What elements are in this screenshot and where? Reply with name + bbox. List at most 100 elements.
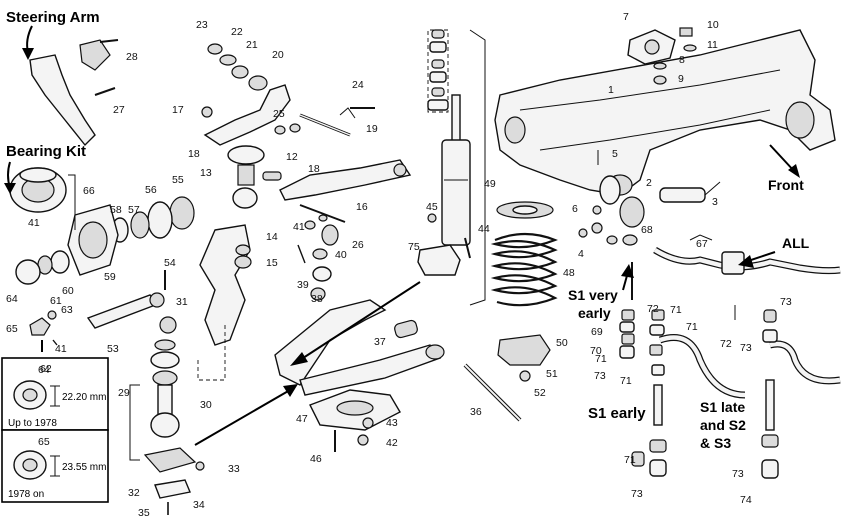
- callout-63: 63: [61, 304, 73, 316]
- tie-bar: [463, 363, 522, 422]
- callout-12: 12: [286, 151, 298, 163]
- callout-61: 61: [50, 295, 62, 307]
- heading-bearing-kit: Bearing Kit: [6, 143, 86, 160]
- inset-dimension-64: 22.20 mm: [62, 392, 106, 403]
- subframe-mount-bushes: [578, 150, 721, 238]
- callout-25: 25: [273, 108, 285, 120]
- callout-73: 73: [631, 488, 643, 500]
- callout-7: 7: [623, 11, 629, 23]
- callout-67: 67: [696, 238, 708, 250]
- callout-68: 68: [641, 224, 653, 236]
- inset-part-65: 65: [38, 436, 50, 448]
- callout-71: 71: [624, 454, 636, 466]
- callout-42: 42: [386, 437, 398, 449]
- callout-65: 65: [6, 323, 18, 335]
- heading-s1-early: S1 early: [588, 405, 646, 422]
- callout-69: 69: [591, 326, 603, 338]
- callout-56: 56: [145, 184, 157, 196]
- callout-38: 38: [311, 293, 323, 305]
- callout-18: 18: [308, 163, 320, 175]
- callout-45: 45: [426, 201, 438, 213]
- callout-47: 47: [296, 413, 308, 425]
- heading-front: Front: [768, 177, 804, 193]
- callout-53: 53: [107, 343, 119, 355]
- callout-18: 18: [188, 148, 200, 160]
- inset-part-64: 64: [38, 364, 50, 376]
- steering-arm-part: [29, 39, 119, 147]
- shock-absorber: [427, 29, 486, 306]
- anti-roll-bar: [606, 234, 841, 275]
- hub-bearing-kit: [9, 167, 195, 285]
- callout-11: 11: [707, 39, 718, 51]
- callout-48: 48: [563, 267, 575, 279]
- part-number-callouts: 1234567891011121314151617181819202122232…: [6, 11, 792, 519]
- callout-29: 29: [118, 387, 130, 399]
- callout-37: 37: [374, 336, 386, 348]
- callout-43: 43: [386, 417, 398, 429]
- callout-41: 41: [293, 221, 305, 233]
- callout-70: 70: [590, 345, 602, 357]
- callout-23: 23: [196, 19, 208, 31]
- inset-dimension-65: 23.55 mm: [62, 462, 106, 473]
- tie-rods: [262, 107, 412, 246]
- callout-73: 73: [780, 296, 792, 308]
- callout-51: 51: [546, 368, 558, 380]
- callout-32: 32: [128, 487, 140, 499]
- inset-period-64: Up to 1978: [8, 418, 57, 429]
- nut-size-inset-1978-after: [1, 429, 109, 503]
- callout-73: 73: [594, 370, 606, 382]
- callout-15: 15: [266, 257, 278, 269]
- callout-49: 49: [484, 178, 496, 190]
- callout-2: 2: [646, 177, 652, 189]
- callout-4: 4: [578, 248, 584, 260]
- callout-73: 73: [740, 342, 752, 354]
- callout-arrows: [4, 25, 800, 446]
- damper-lower-bracket: [417, 213, 471, 276]
- callout-9: 9: [678, 73, 684, 85]
- callout-36: 36: [470, 406, 482, 418]
- callout-10: 10: [707, 19, 719, 31]
- callout-33: 33: [228, 463, 240, 475]
- callout-54: 54: [164, 257, 176, 269]
- callout-19: 19: [366, 123, 378, 135]
- callout-39: 39: [297, 279, 309, 291]
- lower-ball-joint: [129, 316, 205, 515]
- callout-71: 71: [620, 375, 632, 387]
- callout-62: 62: [40, 363, 52, 375]
- drop-link-stacks: [619, 262, 841, 479]
- callout-5: 5: [612, 148, 618, 160]
- callout-34: 34: [193, 499, 205, 511]
- callout-44: 44: [478, 223, 490, 235]
- callout-46: 46: [310, 453, 322, 465]
- callout-8: 8: [679, 54, 685, 66]
- lower-wishbone: [274, 299, 445, 396]
- callout-20: 20: [272, 49, 284, 61]
- callout-41: 41: [28, 217, 40, 229]
- callout-30: 30: [200, 399, 212, 411]
- vertical-link: [197, 224, 332, 381]
- callout-1: 1: [608, 84, 614, 96]
- callout-35: 35: [138, 507, 150, 519]
- top-mount-assembly: [627, 27, 697, 85]
- callout-40: 40: [335, 249, 347, 261]
- callout-24: 24: [352, 79, 364, 91]
- callout-58: 58: [110, 204, 122, 216]
- spring-pan: [309, 389, 401, 452]
- callout-73: 73: [732, 468, 744, 480]
- callout-26: 26: [352, 239, 364, 251]
- callout-71: 71: [595, 353, 607, 365]
- callout-57: 57: [128, 204, 140, 216]
- callout-6: 6: [572, 203, 578, 215]
- callout-31: 31: [176, 296, 188, 308]
- coil-spring: [490, 201, 558, 382]
- track-rod-end: [29, 270, 166, 346]
- callout-72: 72: [720, 338, 732, 350]
- callout-3: 3: [712, 196, 718, 208]
- callout-59: 59: [104, 271, 116, 283]
- heading-all: ALL: [782, 235, 810, 251]
- callout-52: 52: [534, 387, 546, 399]
- callout-72: 72: [647, 303, 659, 315]
- nut-size-inset-1978-before: [1, 357, 109, 431]
